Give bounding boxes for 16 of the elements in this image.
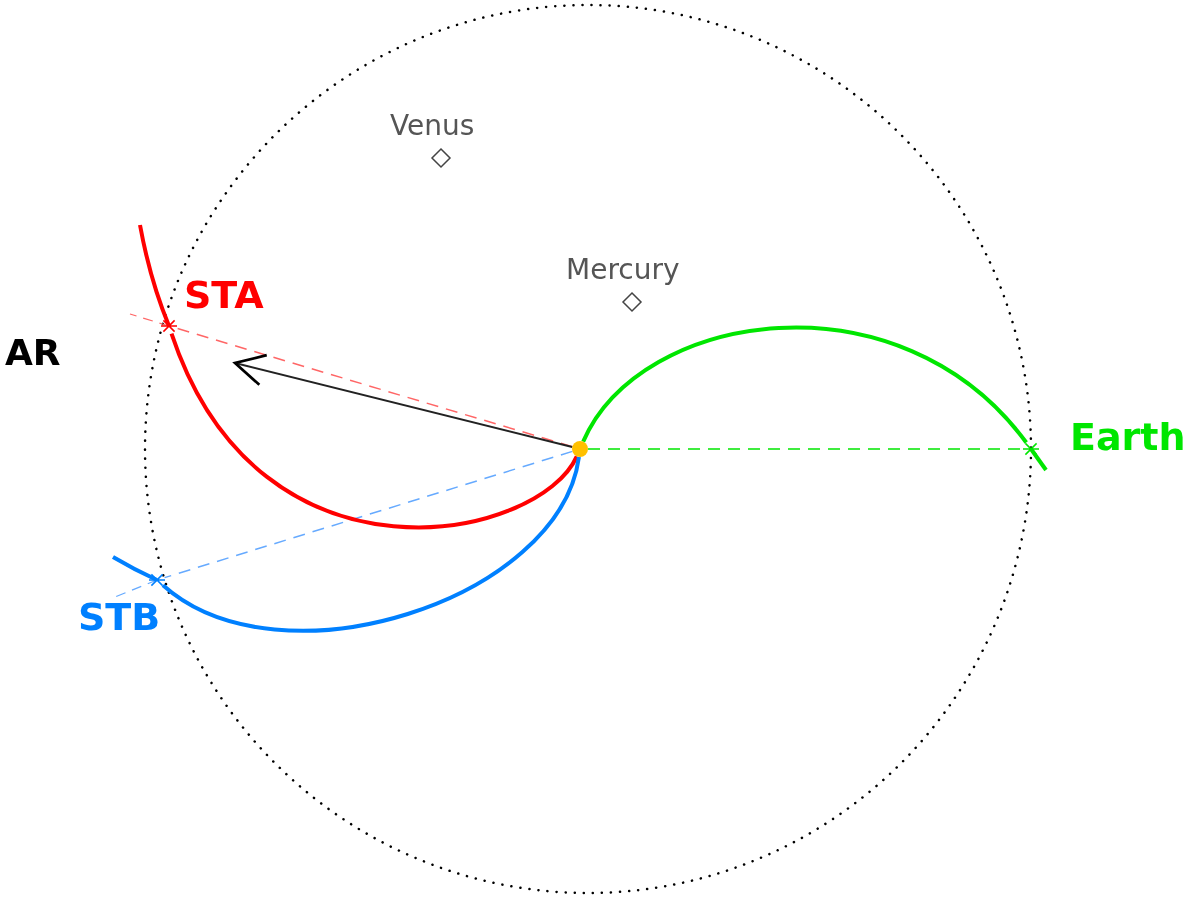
spacecraft-label: STA: [184, 276, 264, 314]
planet-label: Venus: [390, 112, 475, 140]
direction-arrow: [233, 353, 574, 449]
line-of-sight: [163, 450, 574, 579]
spacecraft-marker: [1023, 441, 1039, 457]
planet-label: Mercury: [566, 256, 680, 284]
spacecraft-label: Earth: [1070, 418, 1186, 456]
spacecraft-label: STB: [78, 598, 161, 636]
region-label: AR: [5, 335, 61, 371]
field-line: [161, 456, 581, 633]
field-line: [169, 332, 579, 529]
sun-dot: [572, 441, 588, 457]
line-of-sight: [175, 327, 574, 448]
field-line: [581, 326, 1028, 444]
spacecraft-marker: [149, 572, 165, 588]
spacecraft-marker: [161, 318, 177, 334]
